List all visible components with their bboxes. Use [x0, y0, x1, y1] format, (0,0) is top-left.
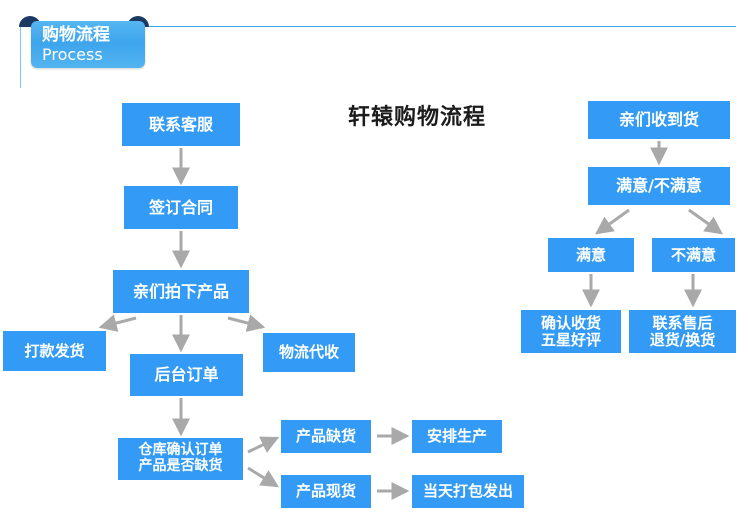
node-out-of-stock[interactable]: 产品缺货	[281, 420, 371, 453]
section-header-title-en: Process	[42, 45, 103, 64]
node-buyer-order[interactable]: 亲们拍下产品	[113, 270, 249, 313]
node-after-sales[interactable]: 联系售后 退货/换货	[629, 310, 736, 353]
node-in-stock[interactable]: 产品现货	[281, 475, 371, 508]
node-same-day-shipping[interactable]: 当天打包发出	[412, 475, 524, 508]
arrow-order-to-logistics	[227, 314, 266, 332]
node-goods-received[interactable]: 亲们收到货	[588, 101, 730, 139]
arrow-warehouse-to-outofstock	[247, 436, 280, 454]
node-warehouse-check[interactable]: 仓库确认订单 产品是否缺货	[118, 438, 243, 480]
node-not-satisfied[interactable]: 不满意	[652, 238, 735, 272]
node-contact-service[interactable]: 联系客服	[122, 103, 240, 146]
node-sign-contract[interactable]: 签订合同	[124, 186, 238, 229]
node-satisfied-or-not[interactable]: 满意/不满意	[588, 167, 730, 205]
chart-title: 轩辕购物流程	[348, 105, 487, 130]
node-satisfied[interactable]: 满意	[548, 238, 634, 272]
node-logistics-cod[interactable]: 物流代收	[263, 333, 355, 372]
node-pay-and-ship[interactable]: 打款发货	[3, 331, 106, 371]
section-header-title-cn: 购物流程	[42, 25, 110, 45]
node-arrange-production[interactable]: 安排生产	[412, 420, 502, 453]
arrow-satisfaction-to-satisfied	[595, 208, 630, 235]
pin-left-icon	[19, 16, 41, 27]
section-header-card: 购物流程 Process	[31, 21, 145, 68]
arrow-satisfaction-to-notsatisfied	[688, 208, 723, 235]
node-confirm-receipt[interactable]: 确认收货 五星好评	[521, 310, 621, 353]
node-backend-order[interactable]: 后台订单	[130, 354, 243, 396]
arrow-order-to-pay	[98, 314, 137, 332]
header-horizontal-rule	[20, 26, 736, 27]
arrow-warehouse-to-instock	[247, 466, 280, 488]
header-vertical-rule	[20, 26, 21, 88]
